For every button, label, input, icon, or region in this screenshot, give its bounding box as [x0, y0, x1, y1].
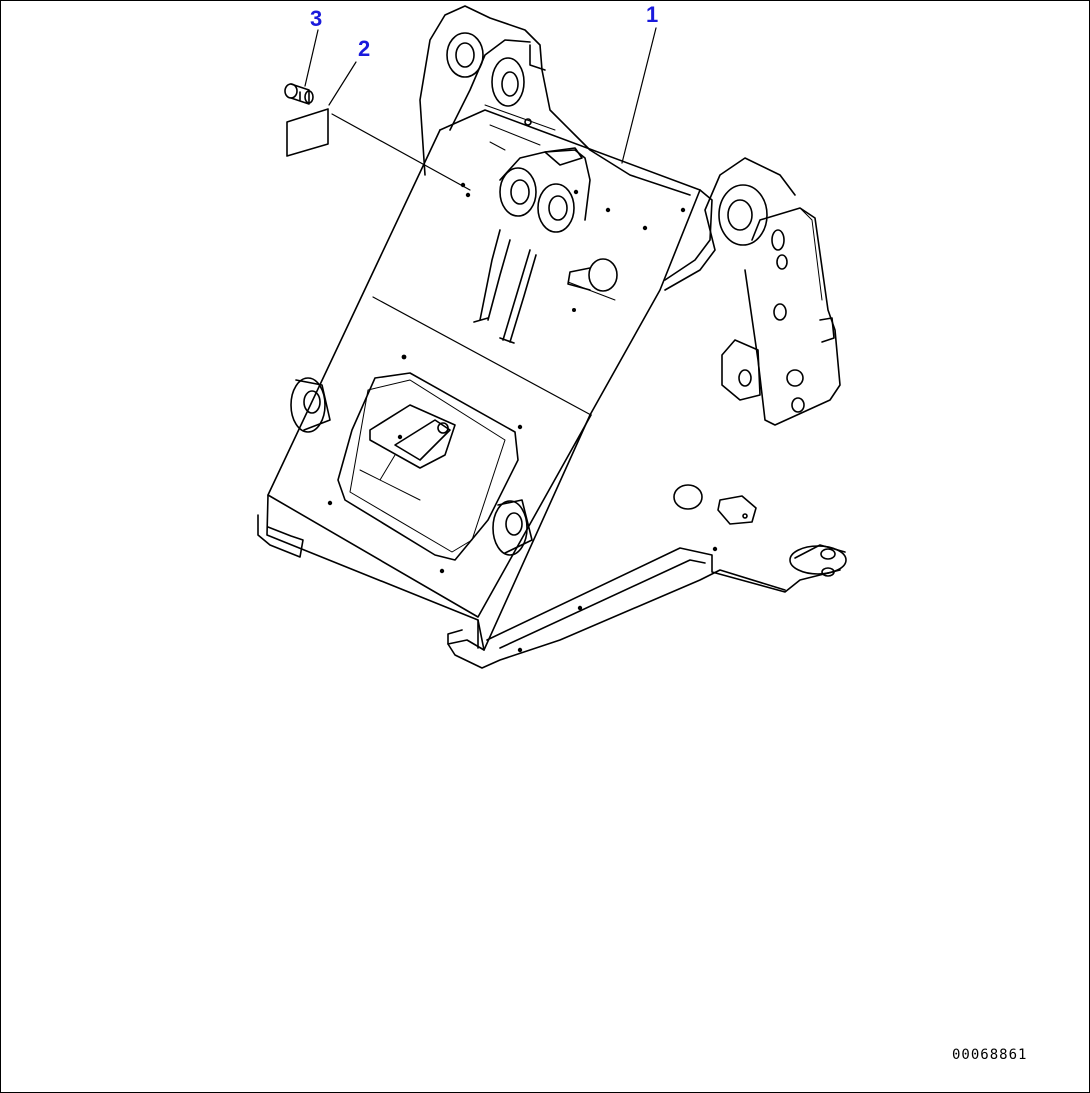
lower-beam: [486, 547, 841, 641]
right-articulation: [664, 157, 841, 426]
top-tower: [419, 5, 691, 196]
leader-line-1: [621, 27, 657, 164]
projection-line: [331, 113, 471, 191]
mount-right: [492, 499, 533, 556]
leader-lines: [304, 27, 657, 191]
bolt-part: [284, 83, 314, 105]
access-opening: [337, 372, 519, 561]
mount-left: [290, 377, 331, 433]
main-plate-outline: [439, 109, 786, 669]
center-bosses: [473, 147, 591, 344]
callout-3: 3: [310, 6, 323, 31]
fastener-dots: [327, 182, 718, 653]
hitch: [789, 544, 847, 577]
leader-line-2: [328, 61, 357, 106]
document-number: 00068861: [952, 1047, 1028, 1063]
small-bracket: [673, 484, 757, 525]
cylinder-boss: [567, 258, 618, 301]
callout-1: 1: [646, 2, 659, 27]
frame-assembly: [257, 5, 847, 669]
leader-line-3: [304, 29, 319, 87]
callout-2: 2: [358, 36, 371, 61]
plate-part: [286, 108, 329, 157]
